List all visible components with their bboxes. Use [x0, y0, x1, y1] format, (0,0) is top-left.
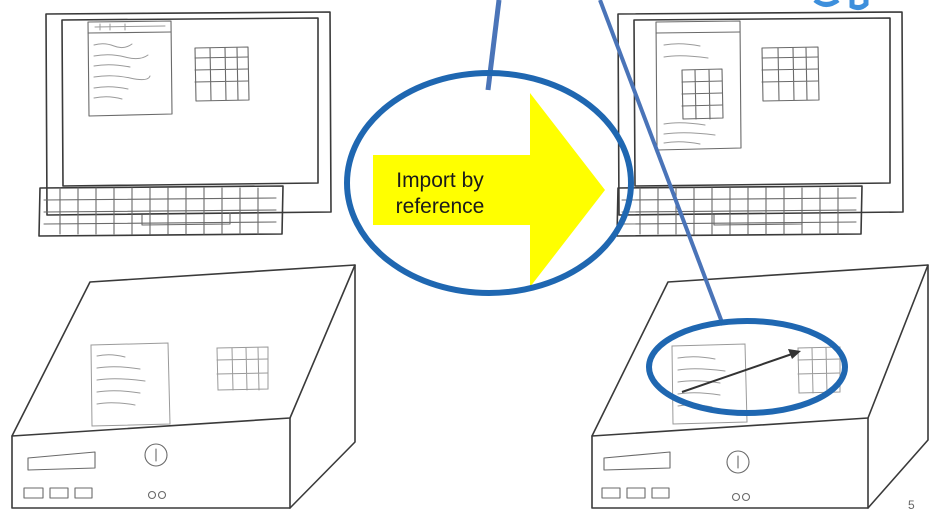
left-monitor-document — [87, 20, 173, 117]
right-monitor-document — [655, 20, 742, 151]
arrow-label-line-1: Import by — [396, 169, 484, 192]
right-connector-line — [598, 0, 725, 326]
right-monitor — [616, 11, 904, 237]
left-connector-line — [485, 0, 502, 91]
import-arrow-shape — [373, 93, 605, 287]
highlight-ellipse-center — [344, 70, 634, 296]
right-keyboard — [616, 185, 863, 237]
left-monitor-spreadsheet — [194, 46, 250, 102]
left-monitor — [38, 11, 332, 237]
reference-link-arrow — [681, 349, 801, 393]
left-keyboard — [38, 185, 284, 237]
right-monitor-spreadsheet — [761, 46, 820, 102]
cropped-title-fragment — [813, 0, 869, 11]
left-pc-case — [11, 264, 356, 509]
arrow-label-line-2: reference — [395, 195, 485, 218]
page-number: 5 — [908, 498, 915, 512]
arrow-label: Import by reference — [380, 168, 500, 220]
highlight-ellipse-case — [646, 318, 848, 416]
right-pc-case — [591, 264, 929, 509]
